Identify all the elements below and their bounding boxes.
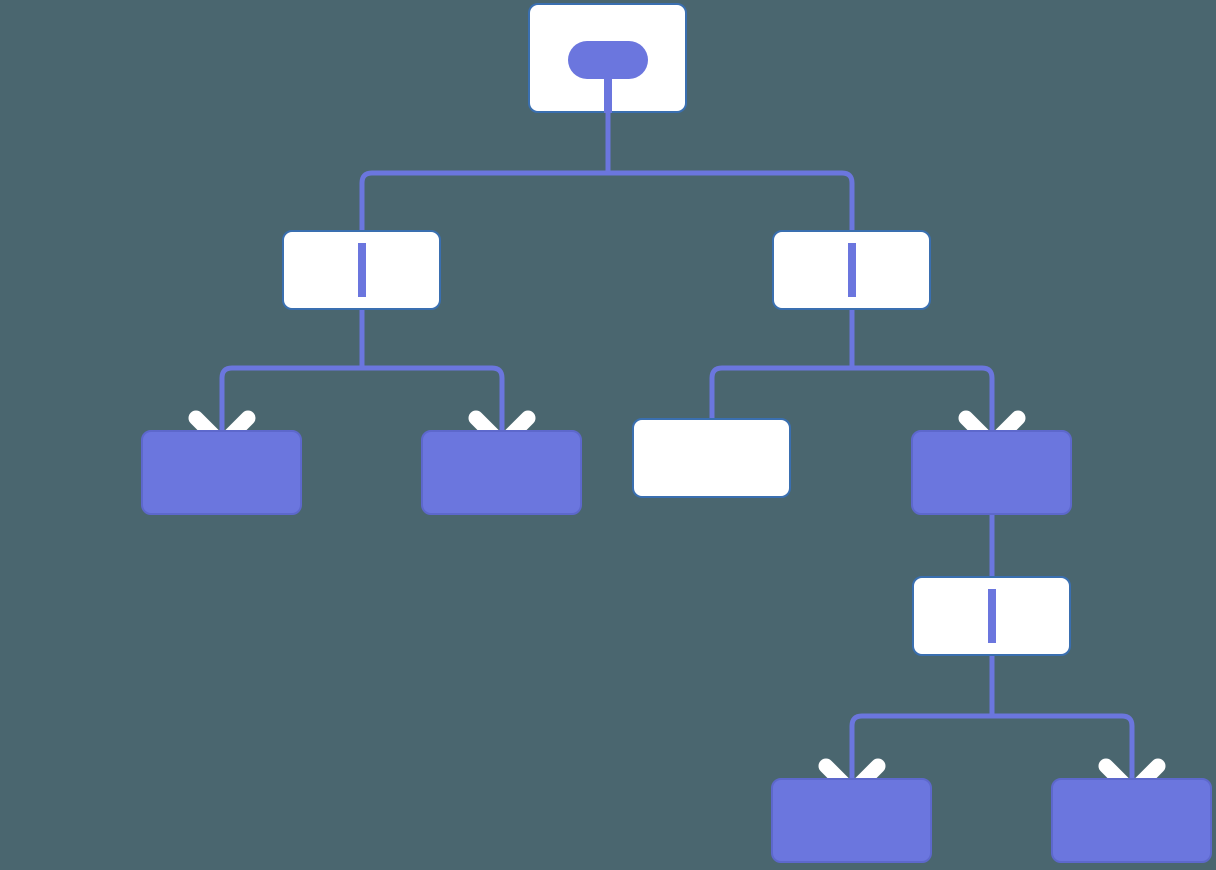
branch-bottom-line-mark (988, 589, 996, 643)
root-pill-icon (568, 41, 648, 79)
edge-root-to-branch-left (359, 170, 608, 230)
node-leaf-4[interactable] (1051, 778, 1212, 863)
root-stem-mark (604, 79, 612, 113)
node-leaf-1[interactable] (141, 430, 302, 515)
branch-right-line-mark (848, 243, 856, 297)
branch-left-line-mark (358, 243, 366, 297)
node-branch-purple[interactable] (911, 430, 1072, 515)
edge-root-to-branch-right (608, 170, 855, 230)
node-leaf-2[interactable] (421, 430, 582, 515)
node-leaf-3[interactable] (771, 778, 932, 863)
edge-branch-right-to-white-leaf (709, 365, 852, 418)
node-leaf-white[interactable] (632, 418, 791, 498)
